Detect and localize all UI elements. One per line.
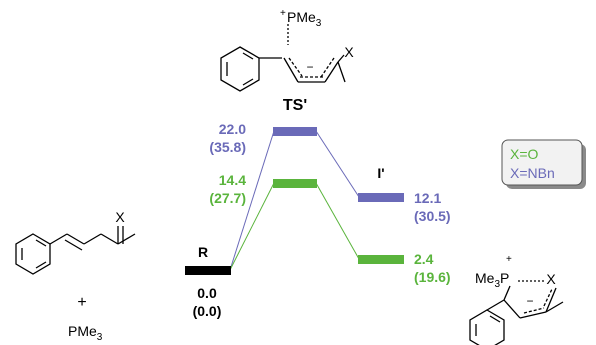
product-benzene-ring	[469, 309, 505, 345]
level-r	[185, 266, 231, 275]
energy-paren-int-o: (19.6)	[414, 269, 451, 285]
connector-r-to-ts-o	[229, 182, 275, 271]
enone-structure	[15, 226, 136, 275]
level-ts-nbn	[273, 127, 317, 136]
energy-value-int-o: 2.4	[414, 251, 434, 267]
level-int-nbn	[358, 193, 404, 202]
connector-ts-to-int-o	[315, 182, 360, 260]
state-label-ts: TS'	[283, 97, 307, 114]
energy-paren-r: (0.0)	[193, 303, 222, 319]
ts-charge-minus: −	[306, 60, 313, 74]
ts-charge-plus: +	[280, 8, 286, 19]
legend-item-o: X=O	[510, 146, 539, 162]
product-phosphonium-group: Me3P	[475, 270, 509, 290]
energy-value-r: 0.0	[197, 285, 217, 301]
enone-x-atom: X	[115, 209, 125, 225]
connector-ts-to-int-nbn	[315, 130, 360, 198]
product-charge-minus: −	[526, 294, 533, 308]
level-int-o	[358, 255, 404, 264]
energy-value-ts-nbn: 22.0	[219, 121, 246, 137]
ts-structure	[220, 24, 346, 92]
state-label-int: I'	[377, 165, 384, 181]
energy-value-ts-o: 14.4	[219, 172, 246, 188]
energy-value-int-nbn: 12.1	[414, 190, 441, 206]
energy-paren-ts-nbn: (35.8)	[209, 139, 246, 155]
ts-x-atom: X	[344, 44, 354, 60]
plus-sign: +	[77, 294, 86, 311]
phosphine-formula: PMe3	[68, 323, 103, 343]
level-ts-o	[273, 179, 317, 188]
energy-paren-ts-o: (27.7)	[209, 190, 246, 206]
legend: X=O X=NBn	[501, 139, 586, 189]
connector-r-to-ts-nbn	[229, 130, 275, 271]
legend-item-nbn: X=NBn	[510, 165, 555, 181]
state-label-r: R	[198, 244, 208, 260]
legend-box	[501, 139, 583, 186]
ts-phosphonium-group: PMe3	[287, 9, 322, 29]
product-structure	[469, 280, 564, 345]
product-x-atom: X	[546, 271, 556, 287]
enone-benzene-ring	[15, 233, 51, 275]
product-charge-plus: +	[506, 254, 512, 265]
energy-paren-int-nbn: (30.5)	[414, 208, 451, 224]
